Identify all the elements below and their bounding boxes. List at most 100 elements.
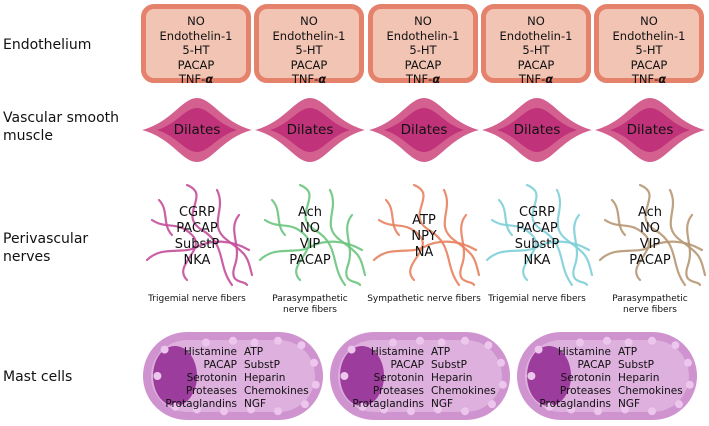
transmitter-label: NO: [300, 221, 320, 236]
nerve-fiber: [485, 240, 591, 262]
nerve-fiber: [298, 183, 347, 287]
mast-cell-granule: [416, 336, 424, 345]
nerve-fiber: [412, 183, 461, 287]
mast-cell-granule: [358, 402, 367, 411]
smooth-muscle-nucleus: [497, 108, 577, 152]
transmitter-label: NPY: [411, 229, 437, 244]
mast-mediator: PACAP: [390, 359, 424, 371]
dilates-label: Dilates: [286, 122, 334, 138]
mast-cell-granule: [171, 402, 180, 411]
nerve-fiber: [668, 188, 707, 277]
endothelium-mediator: NO: [527, 14, 545, 28]
mast-cell-granule: [229, 336, 237, 345]
nerve-fiber: [638, 183, 687, 287]
mast-cell-granule: [340, 372, 349, 380]
mast-mediator: Heparin: [618, 372, 660, 384]
mast-cell-granule: [671, 341, 680, 350]
mast-cell-granule: [488, 400, 496, 409]
caption-line: Parasympathetic: [272, 294, 348, 304]
mast-cell-granule: [675, 400, 683, 409]
mast-cell-granule: [545, 402, 554, 411]
endothelium-mediator: TNF-α: [291, 72, 327, 86]
dilates-label: Dilates: [513, 122, 561, 138]
endothelium-mediator: Endothelin-1: [159, 28, 233, 43]
mast-cell-granule: [567, 405, 575, 414]
endothelium-mediator: 5-HT: [182, 43, 210, 57]
row-label-vascular-smooth-muscle: Vascular smooth muscle: [3, 110, 120, 144]
endothelium-mediator: TNF-α: [518, 72, 554, 86]
caption-line: Parasympathetic: [612, 294, 688, 304]
mast-mediator: ATP: [244, 346, 264, 358]
caption-line: Sympathetic nerve fibers: [367, 294, 481, 304]
smooth-muscle-nucleus: [270, 108, 350, 152]
nerve-fiber: [215, 188, 254, 277]
endothelium-mediator: TNF-α: [631, 72, 667, 86]
endothelium-mediator: PACAP: [404, 57, 442, 72]
mast-mediator: Protaglandins: [165, 398, 237, 410]
nerve-fiber: [572, 213, 589, 287]
transmitter-label: Ach: [637, 205, 663, 220]
mast-cell-granule: [648, 336, 656, 345]
caption-line: nerve fibers: [623, 305, 677, 315]
endothelium-mediator: Endothelin-1: [612, 28, 686, 43]
nerve-fiber-caption: Trigemial nerve fibers: [137, 294, 257, 305]
transmitter-label: NO: [640, 221, 660, 236]
mast-cell-granule: [347, 345, 356, 354]
mast-cell-granule: [534, 345, 543, 354]
nerve-fiber: [525, 183, 574, 287]
mast-mediator: Histamine: [183, 346, 237, 358]
mast-mediator: SubstP: [431, 359, 467, 371]
nerve-fiber: [685, 213, 702, 287]
nerve-fiber: [185, 183, 234, 287]
greek-alpha: α: [658, 72, 667, 86]
nerve-fiber: [258, 240, 364, 262]
mast-cell-granule: [274, 336, 282, 345]
nerve-fiber: [232, 213, 249, 287]
mast-cell-granule: [684, 358, 692, 367]
endothelium-mediator: PACAP: [290, 57, 328, 72]
nerve-fiber: [270, 198, 287, 237]
endothelium-mediator: NO: [187, 14, 205, 28]
mast-cell-granule: [250, 338, 259, 347]
endothelium-mediator: NO: [640, 14, 658, 28]
endothelium-mediator: PACAP: [177, 57, 215, 72]
mast-cell-granule: [301, 400, 309, 409]
greek-alpha: α: [432, 72, 441, 86]
mast-cell-granule: [193, 405, 201, 414]
nerve-fiber: [345, 213, 362, 287]
mast-cell-nucleus: [153, 346, 197, 406]
nerve-fiber: [603, 218, 650, 282]
mast-cell-granule: [461, 336, 469, 345]
transmitter-label: PACAP: [629, 253, 671, 268]
mast-mediator: PACAP: [577, 359, 611, 371]
mast-mediator: Serotonin: [186, 372, 237, 384]
mast-cell-granule: [202, 338, 210, 347]
greek-alpha: α: [205, 72, 214, 86]
smooth-muscle-nucleus: [384, 108, 464, 152]
transmitter-label: ATP: [412, 213, 436, 228]
mast-mediator: Chemokines: [244, 385, 309, 397]
mast-cell-granule: [648, 407, 656, 416]
mast-mediator: Proteases: [559, 385, 611, 397]
mast-mediator: Chemokines: [618, 385, 683, 397]
transmitter-label: CGRP: [178, 205, 216, 220]
mast-mediator: Histamine: [370, 346, 424, 358]
mast-cell-granule: [407, 407, 415, 416]
mast-cell-granule: [685, 380, 694, 389]
greek-alpha: α: [318, 72, 327, 86]
endothelium-mediator: Endothelin-1: [499, 28, 573, 43]
mast-mediator: Proteases: [372, 385, 424, 397]
mast-cell-nucleus: [527, 346, 571, 406]
nerve-fiber: [442, 188, 481, 277]
mast-mediator: Chemokines: [431, 385, 496, 397]
endothelium-mediator: Endothelin-1: [386, 28, 460, 43]
